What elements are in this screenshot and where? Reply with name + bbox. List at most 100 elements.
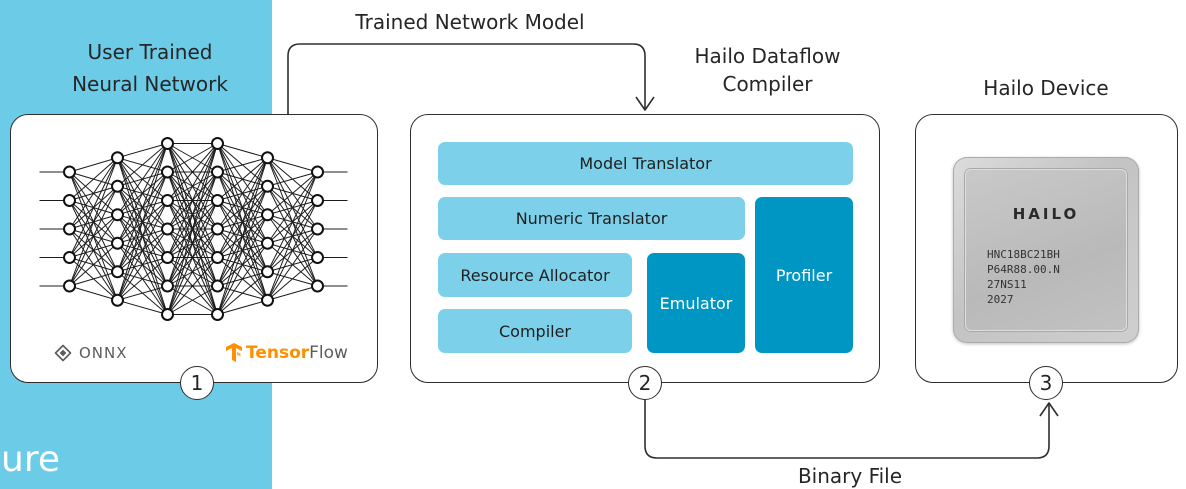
nn-edge (117, 200, 168, 301)
nn-node (63, 194, 76, 207)
nn-node (161, 194, 174, 207)
model-translator-block: Model Translator (438, 142, 853, 185)
nn-edge (217, 214, 268, 315)
nn-node (211, 222, 224, 236)
nn-edge (167, 228, 218, 315)
nn-node (161, 308, 174, 321)
nn-edge (117, 143, 168, 272)
nn-edge (69, 157, 118, 258)
nn-node (161, 165, 174, 179)
nn-edge (69, 214, 118, 287)
dataflow-compiler-panel: Model Translator Numeric Translator Reso… (410, 114, 880, 383)
nn-node (63, 251, 76, 264)
nn-edge (167, 257, 218, 315)
chip-marking-line: HNC18BC21BH (987, 248, 1060, 261)
nn-edge (69, 285, 118, 301)
onnx-label: ONNX (79, 344, 128, 362)
nn-edge (267, 171, 318, 187)
emulator-block: Emulator (647, 253, 745, 353)
nn-edge (267, 171, 318, 272)
nn-node (261, 293, 274, 307)
device-title: Hailo Device (983, 76, 1109, 100)
nn-edge (117, 228, 168, 301)
nn-edge (167, 143, 218, 201)
nn-edge (117, 171, 168, 301)
nn-node (261, 236, 274, 250)
nn-node (161, 251, 174, 264)
nn-nodes (63, 137, 324, 321)
neural-network-title: User Trained Neural Network (20, 36, 280, 100)
nn-edge (217, 157, 268, 258)
nn-edge (69, 271, 118, 287)
nn-edge (267, 228, 318, 301)
tensorflow-label-tensor: Tensor (246, 343, 310, 363)
nn-edge (267, 200, 318, 301)
binary-file-arrow (644, 400, 1050, 459)
nn-edge (217, 157, 268, 230)
compiler-title-line1: Hailo Dataflow (694, 44, 841, 68)
nn-edge (217, 271, 268, 315)
nn-edge (117, 299, 168, 315)
nn-edge (167, 143, 218, 258)
step-1-badge: 1 (180, 366, 214, 400)
nn-node (311, 194, 324, 207)
nn-edge (267, 157, 318, 173)
nn-node (311, 165, 324, 179)
nn-edge (167, 143, 218, 230)
nn-edge (117, 143, 168, 216)
nn-node (111, 208, 124, 222)
neural-network-panel: ONNX TensorFlow (10, 114, 378, 383)
cropped-heading-text: ure (1, 439, 60, 480)
nn-edge (167, 143, 218, 315)
nn-node (211, 194, 224, 207)
resource-allocator-block: Resource Allocator (438, 253, 632, 297)
nn-edge (267, 171, 318, 301)
nn-node (111, 151, 124, 165)
numeric-translator-block: Numeric Translator (438, 197, 745, 240)
neural-network-title-line1: User Trained (87, 40, 213, 64)
step-2-badge: 2 (628, 366, 662, 400)
nn-edge (217, 143, 268, 159)
tensorflow-icon (225, 343, 243, 363)
nn-edge (167, 143, 218, 173)
nn-edge (117, 143, 168, 301)
nn-node (161, 279, 174, 293)
profiler-block: Profiler (755, 197, 853, 353)
nn-edge (167, 171, 218, 315)
binary-file-arrowhead (1039, 402, 1059, 417)
nn-edge (167, 285, 218, 315)
nn-edge (217, 186, 268, 315)
nn-node (261, 265, 274, 279)
nn-edge (217, 242, 268, 315)
compiler-block: Compiler (438, 309, 632, 353)
nn-edge (69, 157, 118, 201)
nn-edge (117, 257, 168, 301)
chip-marking-line: 2027 (987, 293, 1014, 306)
nn-edge (217, 157, 268, 173)
nn-node (211, 137, 224, 150)
nn-node (161, 222, 174, 236)
onnx-icon (54, 344, 72, 362)
nn-edge (167, 143, 218, 287)
binary-file-arrow-label: Binary File (797, 464, 903, 488)
nn-node (211, 165, 224, 179)
nn-node (211, 308, 224, 321)
nn-node (261, 151, 274, 165)
nn-node (111, 179, 124, 193)
nn-node (111, 236, 124, 250)
nn-node (63, 222, 76, 236)
nn-node (161, 137, 174, 150)
nn-node (311, 251, 324, 264)
nn-node (63, 279, 76, 293)
chip-brand-text: HAILO (1012, 205, 1080, 223)
nn-node (211, 251, 224, 264)
nn-node (111, 265, 124, 279)
nn-edge (117, 143, 168, 244)
nn-edge (217, 299, 268, 315)
neural-network-title-line2: Neural Network (72, 72, 228, 96)
onnx-logo: ONNX (54, 344, 128, 362)
nn-node (261, 208, 274, 222)
tensorflow-logo: TensorFlow (225, 343, 348, 363)
tensorflow-label-flow: Flow (309, 343, 348, 363)
